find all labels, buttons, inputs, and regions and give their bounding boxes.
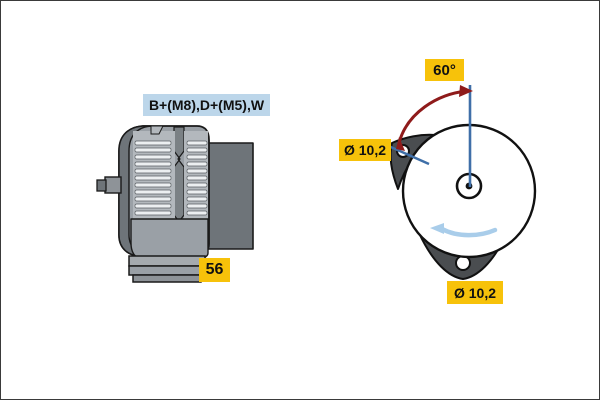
diameter-lower-badge: Ø 10,2 [447,281,503,304]
diameter-upper-badge: Ø 10,2 [339,139,391,161]
mounting-base [128,255,206,283]
alternator-end-view [383,85,537,280]
housing-lower-skirt [130,218,209,259]
terminal-stud [96,176,122,194]
cooling-fin-bank-right [186,140,208,216]
connector-56-badge: 56 [199,258,230,282]
rotation-direction-arrow [430,223,498,238]
terminal-label-badge: B+(M8),D+(M5),W [143,94,270,116]
angle-60-badge: 60° [425,59,464,81]
lug-reference-line [383,142,430,166]
cooling-fin-bank-left [134,140,172,216]
angle-arc-arrow [396,85,473,151]
housing-left-rim [118,125,152,257]
alternator-side-view [96,125,254,283]
rear-housing-block [205,142,254,250]
housing-top-notch [150,125,164,135]
